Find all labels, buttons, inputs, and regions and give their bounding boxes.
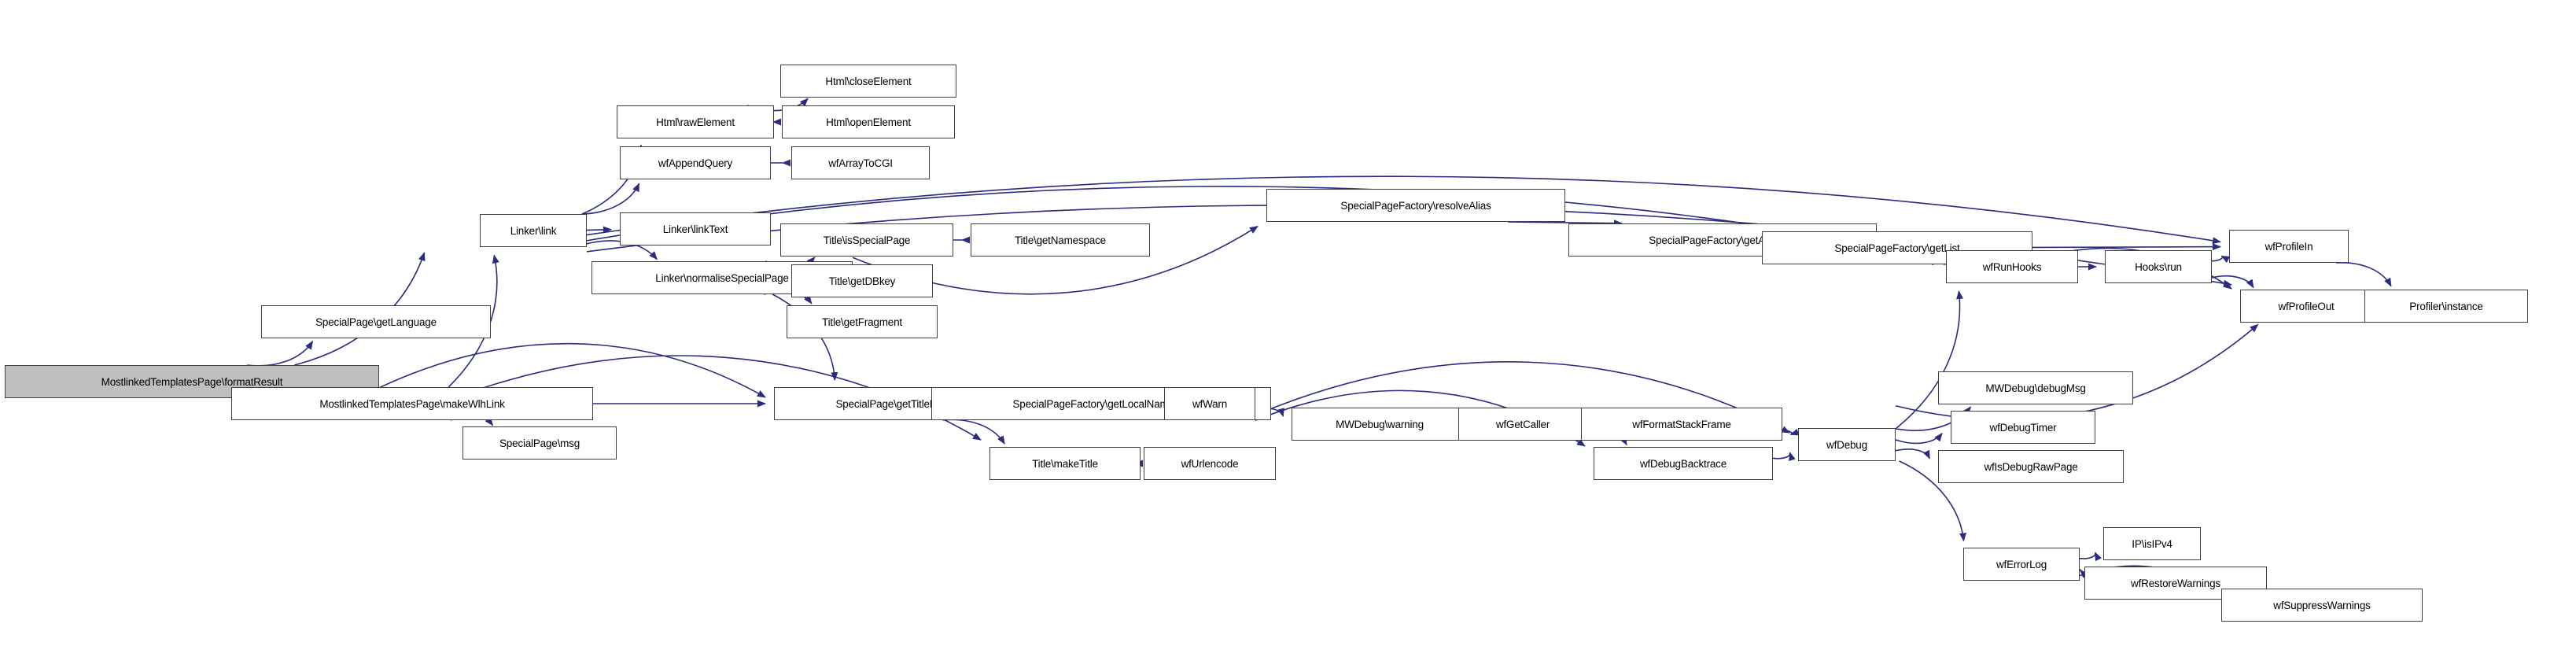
graph-node-label: Title\getNamespace	[1015, 234, 1106, 246]
graph-node-label: wfDebugTimer	[1989, 421, 2057, 434]
graph-edge-hooksRun-to-wfProfileOut	[2211, 275, 2254, 289]
graph-node-label: MostlinkedTemplatesPage\formatResult	[101, 375, 283, 388]
graph-edge-linkerLink-to-linkerLinkText	[586, 226, 613, 234]
graph-node-wfRunHooks[interactable]: wfRunHooks	[1946, 250, 2078, 283]
graph-edge-wfDebugBack-to-wfDebug	[1772, 452, 1796, 462]
graph-node-htmlRawElement[interactable]: Html\rawElement	[617, 105, 774, 138]
graph-edge-linkerLink-to-wfRunHooks	[586, 186, 1938, 259]
graph-node-label: wfFormatStackFrame	[1632, 418, 1731, 430]
graph-edge-wfProfileIn-to-profilerInst	[2335, 262, 2392, 287]
graph-node-wfWarn[interactable]: wfWarn	[1164, 387, 1255, 420]
graph-node-getNamespace[interactable]: Title\getNamespace	[971, 223, 1150, 257]
graph-node-label: wfRunHooks	[1982, 260, 2042, 273]
graph-node-label: wfUrlencode	[1181, 457, 1239, 470]
graph-node-label: MostlinkedTemplatesPage\makeWlhLink	[319, 397, 505, 410]
graph-node-label: Title\makeTitle	[1032, 457, 1098, 470]
graph-edge-formatResult-to-getLanguage	[247, 340, 314, 367]
graph-node-resolveAlias[interactable]: SpecialPageFactory\resolveAlias	[1266, 189, 1565, 222]
graph-node-wfAppendQuery[interactable]: wfAppendQuery	[620, 146, 771, 179]
graph-edge-resolveAlias-to-getAliasList	[1507, 220, 1623, 227]
graph-node-spMsg[interactable]: SpecialPage\msg	[463, 426, 617, 460]
graph-node-label: wfProfileIn	[2265, 240, 2313, 253]
graph-node-label: SpecialPageFactory\resolveAlias	[1340, 199, 1491, 212]
graph-node-getFragment[interactable]: Title\getFragment	[787, 305, 938, 338]
graph-node-htmlClose[interactable]: Html\closeElement	[780, 65, 956, 98]
graph-node-label: Html\closeElement	[825, 75, 912, 87]
graph-node-linkerLinkText[interactable]: Linker\linkText	[620, 212, 771, 245]
graph-node-label: wfDebugBacktrace	[1639, 457, 1727, 470]
graph-node-label: wfIsDebugRawPage	[1984, 460, 2078, 473]
graph-node-label: wfAppendQuery	[658, 157, 733, 169]
graph-node-label: wfGetCaller	[1495, 418, 1550, 430]
graph-node-hooksRun[interactable]: Hooks\run	[2105, 250, 2212, 283]
graph-edge-wfDebug-to-wfDebugTimer	[1895, 432, 1943, 445]
graph-node-label: Profiler\instance	[2409, 300, 2483, 312]
graph-node-wfDebugTimer[interactable]: wfDebugTimer	[1951, 411, 2095, 444]
graph-node-label: SpecialPage\getLanguage	[315, 316, 437, 328]
graph-edge-wfWarn-to-wfDebug	[1255, 361, 1790, 434]
graph-node-wfUrlencode[interactable]: wfUrlencode	[1144, 447, 1276, 480]
graph-node-label: Title\isSpecialPage	[823, 234, 911, 246]
graph-node-wfDebugBack[interactable]: wfDebugBacktrace	[1594, 447, 1773, 480]
graph-node-profilerInst[interactable]: Profiler\instance	[2364, 290, 2528, 323]
graph-node-label: wfSuppressWarnings	[2273, 599, 2371, 611]
graph-edge-wfDebug-to-wfIsDebugRaw	[1895, 449, 1931, 460]
graph-node-label: MWDebug\debugMsg	[1985, 382, 2086, 394]
graph-node-wfProfileOut[interactable]: wfProfileOut	[2240, 290, 2372, 323]
graph-node-label: Title\getFragment	[822, 316, 902, 328]
graph-edge-wfErrorLog-to-wfRestoreWarn	[2079, 569, 2088, 578]
graph-node-label: wfRestoreWarnings	[2131, 577, 2220, 589]
graph-node-wfDebug[interactable]: wfDebug	[1798, 428, 1896, 461]
graph-edge-hooksRun-to-wfProfileIn	[2211, 255, 2231, 264]
graph-node-makeWlhLink[interactable]: MostlinkedTemplatesPage\makeWlhLink	[231, 387, 593, 420]
graph-node-mwDebugMsg[interactable]: MWDebug\debugMsg	[1938, 371, 2133, 404]
graph-node-htmlOpen[interactable]: Html\openElement	[782, 105, 955, 138]
graph-node-label: MWDebug\warning	[1336, 418, 1424, 430]
graph-edge-wfFormatStack-to-wfDebug	[1782, 428, 1800, 436]
graph-node-label: wfWarn	[1192, 397, 1228, 410]
graph-node-label: wfDebug	[1826, 438, 1867, 451]
graph-node-label: wfErrorLog	[1996, 558, 2047, 570]
graph-node-label: Html\rawElement	[656, 116, 735, 128]
graph-node-label: Html\openElement	[826, 116, 911, 128]
graph-node-wfArrayToCGI[interactable]: wfArrayToCGI	[791, 146, 930, 179]
graph-node-getLanguage[interactable]: SpecialPage\getLanguage	[261, 305, 491, 338]
graph-node-label: SpecialPage\getTitleFor	[835, 397, 945, 410]
graph-node-getDBkey[interactable]: Title\getDBkey	[791, 264, 933, 297]
graph-node-wfProfileIn[interactable]: wfProfileIn	[2229, 230, 2349, 263]
graph-node-label: Linker\linkText	[662, 223, 728, 235]
graph-node-mwDebugWarning[interactable]: MWDebug\warning	[1292, 408, 1468, 441]
graph-node-wfFormatStack[interactable]: wfFormatStackFrame	[1581, 408, 1782, 441]
graph-edge-linkerLink-to-wfAppendQuery	[581, 183, 640, 215]
graph-node-label: IP\isIPv4	[2132, 537, 2172, 550]
graph-node-label: SpecialPageFactory\getList	[1834, 242, 1960, 254]
graph-node-wfIsDebugRaw[interactable]: wfIsDebugRawPage	[1938, 450, 2124, 483]
graph-edge-wfDebug-to-wfErrorLog	[1899, 460, 1966, 542]
graph-node-wfGetCaller[interactable]: wfGetCaller	[1458, 408, 1587, 441]
graph-edge-linkerLink-to-wfProfileIn	[586, 175, 2221, 245]
graph-edge-formatResult-to-getTitleFor	[378, 342, 766, 398]
graph-node-label: SpecialPage\msg	[499, 437, 580, 449]
graph-node-label: Title\getDBkey	[828, 275, 896, 287]
graph-node-label: wfProfileOut	[2278, 300, 2335, 312]
graph-edge-wfErrorLog-to-ipIsIPv4	[2079, 552, 2102, 562]
graph-node-label: Linker\normaliseSpecialPage	[655, 271, 789, 284]
graph-node-wfSuppressWarn[interactable]: wfSuppressWarnings	[2221, 589, 2423, 622]
graph-edge-getList-to-wfProfileIn	[2032, 243, 2221, 251]
graph-node-ipIsIPv4[interactable]: IP\isIPv4	[2103, 527, 2201, 560]
graph-edge-wfDebug-to-wfRunHooks	[1896, 290, 1964, 429]
graph-node-makeTitle[interactable]: Title\makeTitle	[989, 447, 1141, 480]
graph-node-label: SpecialPageFactory\getLocalNameFor	[1012, 397, 1190, 410]
graph-node-label: Linker\link	[510, 224, 557, 237]
graph-node-label: wfArrayToCGI	[828, 157, 893, 169]
graph-node-linkerLink[interactable]: Linker\link	[480, 214, 587, 247]
graph-node-isSpecialPage[interactable]: Title\isSpecialPage	[780, 223, 953, 257]
graph-node-wfErrorLog[interactable]: wfErrorLog	[1963, 548, 2080, 581]
graph-node-label: Hooks\run	[2135, 260, 2182, 273]
